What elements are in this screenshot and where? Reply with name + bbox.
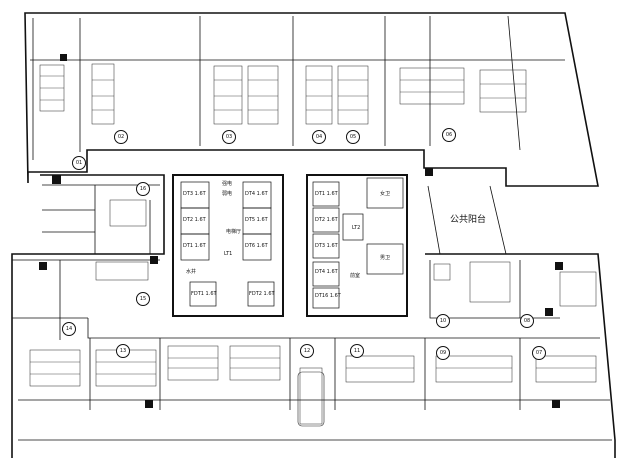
columns (39, 54, 563, 408)
lift-label: DT2 1.6T (315, 217, 338, 223)
lift-label: DT4 1.6T (315, 269, 338, 275)
lift-label: DT1 1.6T (183, 243, 206, 249)
freight-lift-label: FDT1 1.6T (191, 291, 217, 297)
room-number: 08 (520, 314, 534, 328)
core-tag: 男卫 (380, 255, 391, 261)
lift-label: DT16 1.6T (315, 293, 341, 299)
core-tag: 弱电 (222, 191, 233, 197)
conference-table (297, 371, 325, 427)
room-number: 03 (222, 130, 236, 144)
outer-walls (11, 12, 616, 458)
room-number: 09 (436, 346, 450, 360)
room-number: 10 (436, 314, 450, 328)
lift-label: DT4 1.6T (245, 191, 268, 197)
core-lifts (180, 177, 404, 309)
lift-label: DT1 1.6T (315, 191, 338, 197)
room-number: 15 (136, 292, 150, 306)
room-number: 06 (442, 128, 456, 142)
core-tag: 水井 (186, 269, 197, 275)
room-number: 01 (72, 156, 86, 170)
room-number: 05 (346, 130, 360, 144)
desk-rows (30, 75, 596, 375)
lift-label: DT3 1.6T (183, 191, 206, 197)
room-number: 14 (62, 322, 76, 336)
room-number: 11 (350, 344, 364, 358)
lift-label: DT5 1.6T (245, 217, 268, 223)
room-number: 13 (116, 344, 130, 358)
public-balcony-label: 公共阳台 (450, 215, 487, 225)
lift-label: DT2 1.6T (183, 217, 206, 223)
lift-label: DT3 1.6T (315, 243, 338, 249)
core-tag: 女卫 (380, 191, 391, 197)
room-number: 12 (300, 344, 314, 358)
balcony-diagonal (427, 185, 507, 255)
room-number: 04 (312, 130, 326, 144)
freight-lift-label: FDT2 1.6T (249, 291, 275, 297)
core-tag: LT1 (224, 251, 233, 257)
core-walls (172, 174, 408, 317)
room-number: 16 (136, 182, 150, 196)
core-tag: 前室 (350, 273, 361, 279)
core-tag: 电梯厅 (226, 229, 242, 235)
inner-walls (12, 15, 612, 441)
lift-label: DT6 1.6T (245, 243, 268, 249)
room-number: 02 (114, 130, 128, 144)
room-number: 07 (532, 346, 546, 360)
core-tag: LT2 (352, 225, 361, 231)
core-tag: 强电 (222, 181, 233, 187)
